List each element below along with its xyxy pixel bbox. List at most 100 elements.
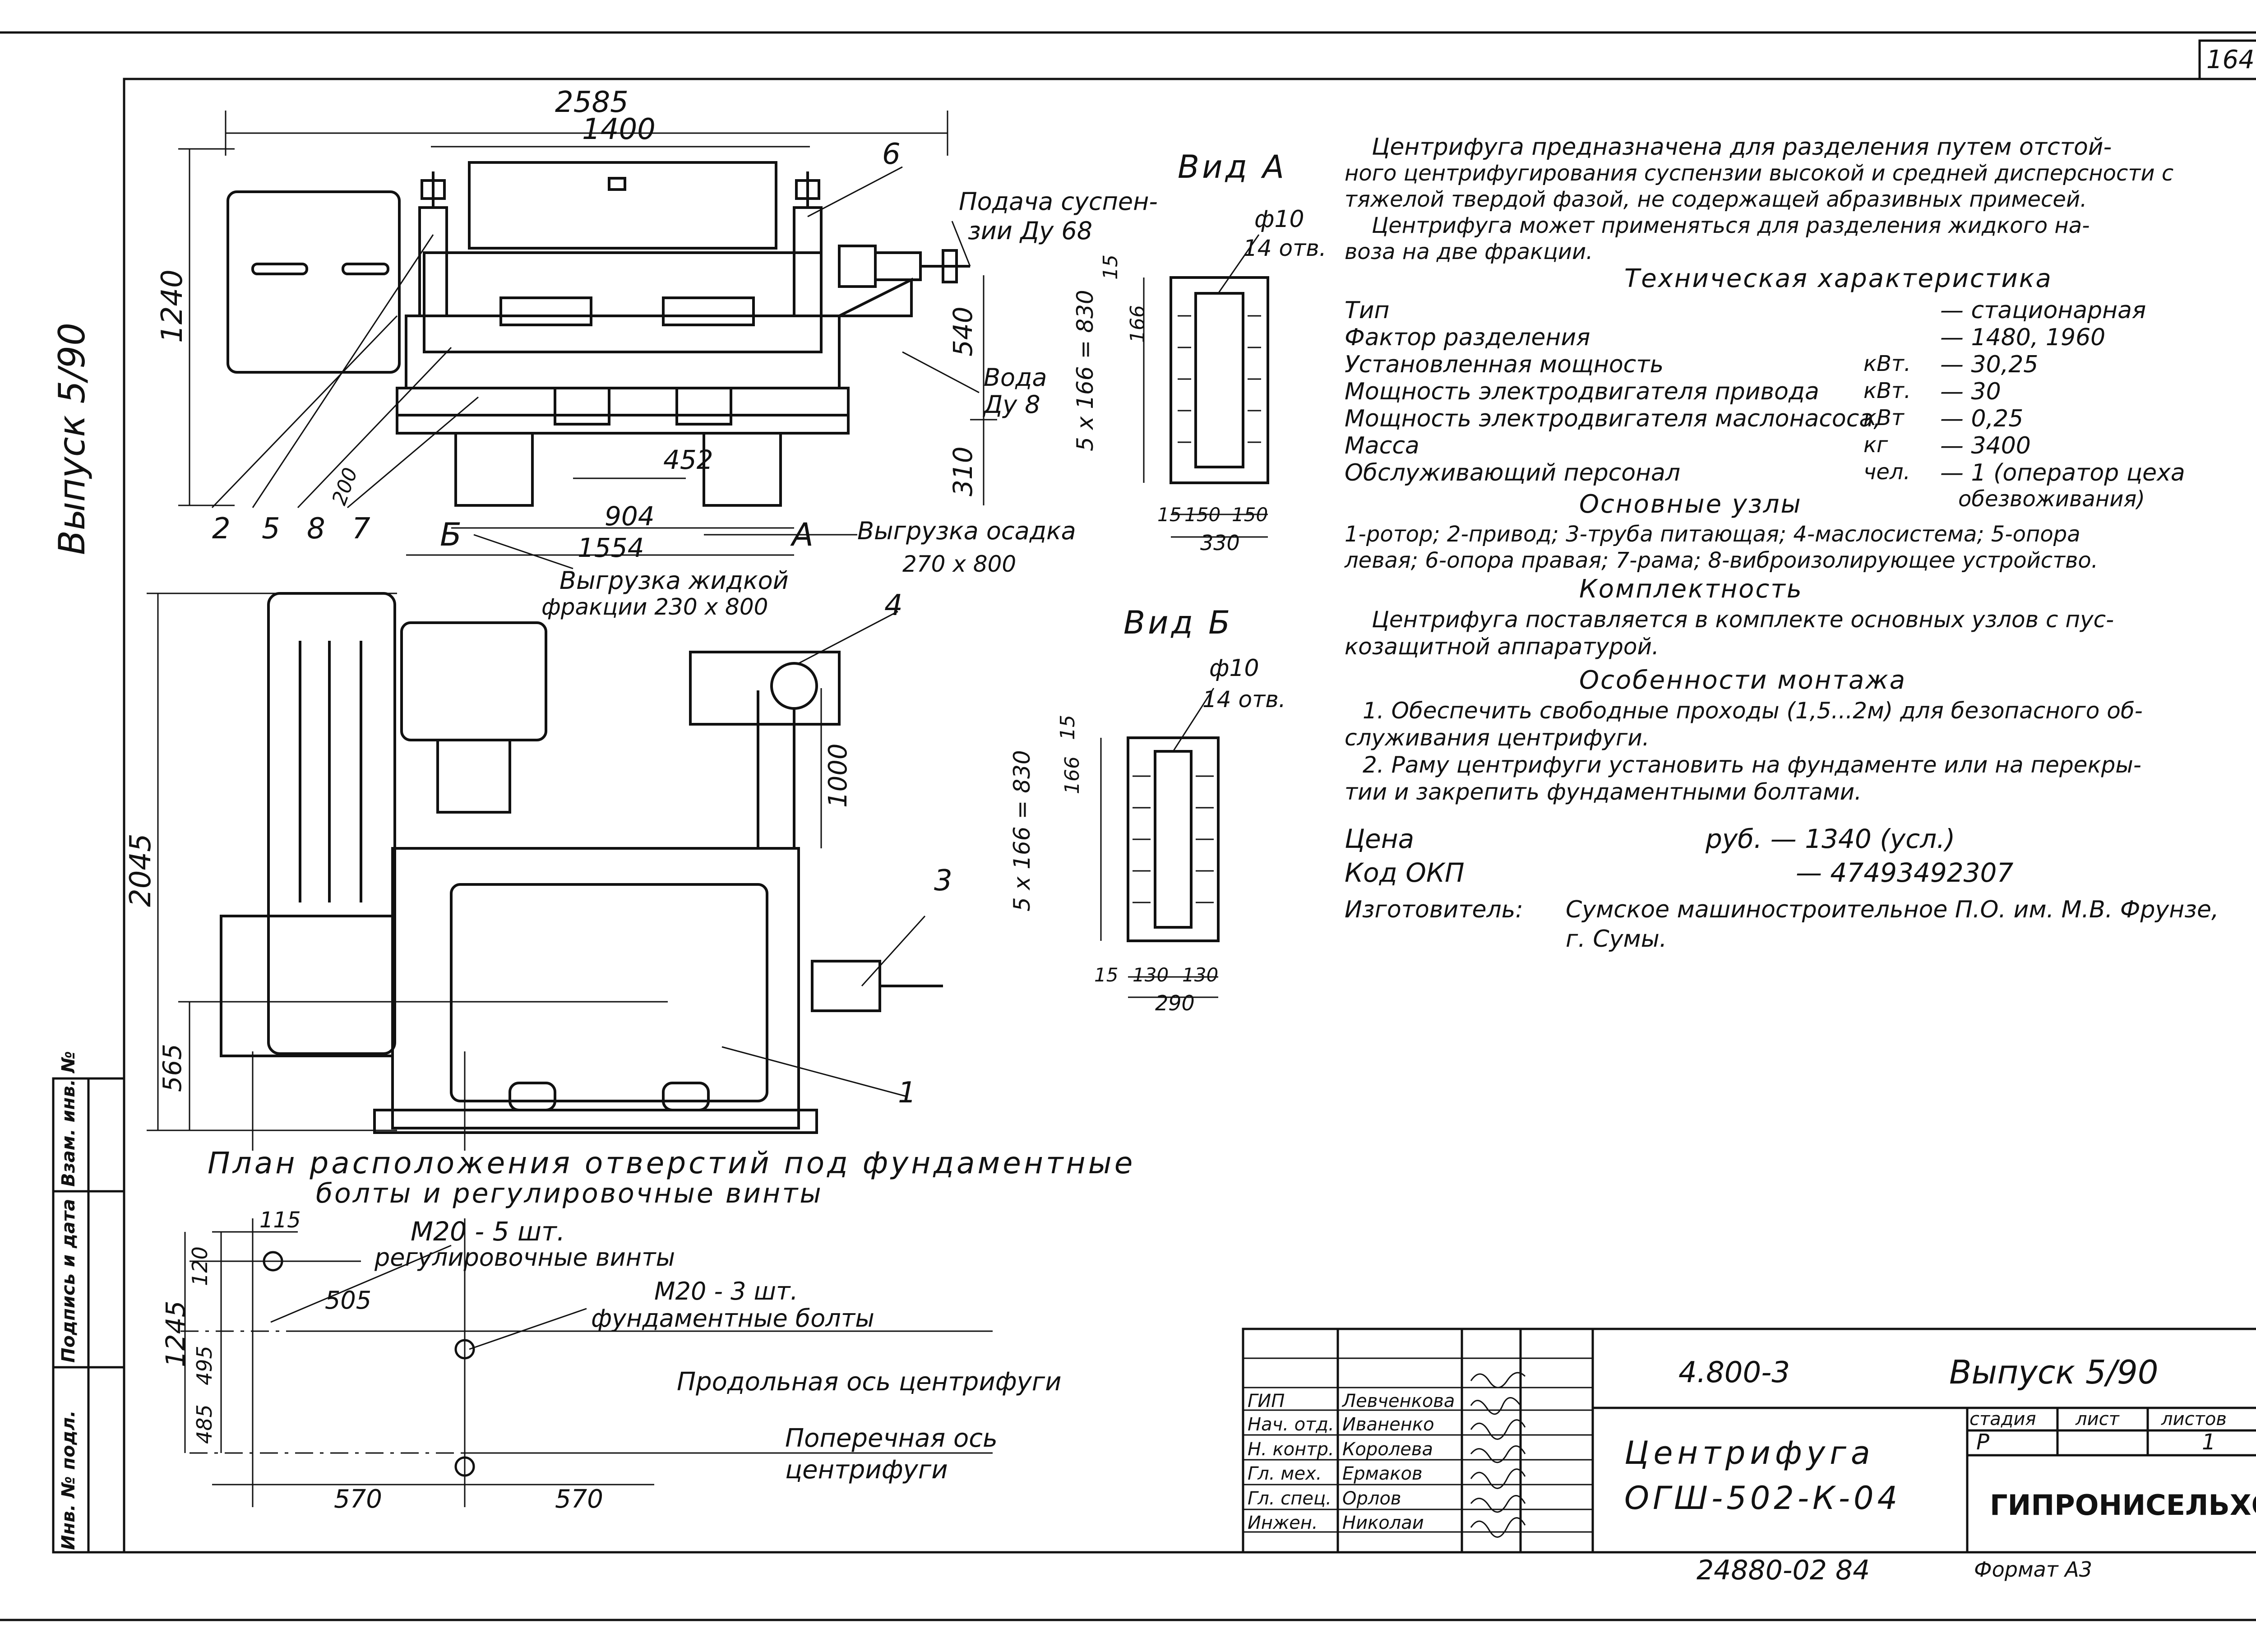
dim-570-left: 570 bbox=[334, 1485, 382, 1514]
kit-title: Комплектность bbox=[1579, 574, 1803, 604]
signer-role: Инжен. bbox=[1248, 1513, 1318, 1533]
spec-unit: чел. bbox=[1863, 459, 1910, 485]
view-a-hole-count: 14 отв. bbox=[1243, 235, 1327, 261]
view-a-hole-dia: ф10 bbox=[1254, 206, 1304, 233]
sludge-discharge-label: Выгрузка осадка bbox=[857, 517, 1076, 545]
tech-spec-title: Техническая характеристика bbox=[1624, 264, 2053, 293]
view-b-dim-15-bottom: 15 bbox=[1094, 964, 1119, 986]
okp-value: — 47493492307 bbox=[1796, 857, 2014, 888]
dim-570-right: 570 bbox=[555, 1485, 603, 1514]
signer-name: Иваненко bbox=[1342, 1414, 1434, 1435]
sheet-header: лист bbox=[2076, 1409, 2119, 1430]
view-b-dim-130-right: 130 bbox=[1182, 964, 1219, 986]
price-value: руб. — 1340 (усл.) bbox=[1706, 824, 1956, 854]
doc-issue: Выпуск 5/90 bbox=[1949, 1353, 2159, 1391]
callout-3: 3 bbox=[934, 864, 952, 898]
foundation-plan bbox=[180, 1051, 993, 1507]
stage-header: стадия bbox=[1969, 1409, 2036, 1430]
spec-name: Тип bbox=[1345, 297, 1390, 324]
sheets-header: листов bbox=[2161, 1409, 2227, 1430]
mount-line4: тии и закрепить фундаментными болтами. bbox=[1345, 779, 1862, 805]
okp-label: Код ОКП bbox=[1345, 857, 1465, 888]
section-letter-b: Б bbox=[440, 516, 462, 553]
water-label-2: Ду 8 bbox=[984, 390, 1040, 419]
view-b-hole-count: 14 отв. bbox=[1202, 686, 1286, 713]
spec-name: Мощность электродвигателя маслонасоса, bbox=[1345, 405, 1881, 432]
section-letter-a: А bbox=[792, 516, 814, 553]
liquid-discharge-label: Выгрузка жидкой bbox=[559, 566, 789, 595]
front-view bbox=[227, 161, 970, 507]
spec-value: — 30,25 bbox=[1940, 351, 2039, 378]
callout-7: 7 bbox=[352, 512, 370, 546]
spec-name: Фактор разделения bbox=[1345, 324, 1590, 351]
format-label: Формат А3 bbox=[1974, 1557, 2092, 1582]
desc-para1-line2: ного центрифугирования суспензии высокой… bbox=[1345, 161, 2174, 186]
signer-name: Николаи bbox=[1342, 1513, 1424, 1533]
dim-2585: 2585 bbox=[555, 86, 629, 119]
archive-code: 24880-02 84 bbox=[1697, 1555, 1870, 1586]
spec-value: — 1 (оператор цеха bbox=[1940, 459, 2185, 486]
maker-line2: г. Сумы. bbox=[1566, 925, 1667, 953]
signer-role: Гл. мех. bbox=[1248, 1463, 1322, 1484]
feed-label-2: зии Ду 68 bbox=[968, 217, 1093, 245]
view-a-dim-150-left: 150 bbox=[1184, 504, 1221, 526]
dim-505: 505 bbox=[325, 1286, 372, 1314]
foundation-bolts-label: фундаментные болты bbox=[591, 1304, 874, 1333]
spec-cont: обезвоживания) bbox=[1958, 486, 2145, 512]
callout-8: 8 bbox=[307, 512, 325, 546]
kit-line2: козащитной аппаратурой. bbox=[1345, 634, 1659, 660]
signer-name: Левченкова bbox=[1342, 1391, 1455, 1411]
spec-unit: кг bbox=[1863, 432, 1888, 458]
adjust-screws-label: регулировочные винты bbox=[374, 1243, 675, 1272]
view-a-title: Вид А bbox=[1178, 148, 1287, 185]
cross-axis-label-2: центрифуги bbox=[785, 1455, 948, 1485]
kit-line1: Центрифуга поставляется в комплекте осно… bbox=[1372, 606, 2114, 633]
spec-unit: кВт bbox=[1863, 405, 1904, 430]
plan-view bbox=[220, 592, 943, 1134]
spec-value: — 0,25 bbox=[1940, 405, 2024, 432]
view-b-dim-130-left: 130 bbox=[1133, 964, 1169, 986]
mount-line1: 1. Обеспечить свободные проходы (1,5...2… bbox=[1363, 698, 2143, 724]
maker-label: Изготовитель: bbox=[1345, 896, 1523, 923]
organization: ГИПРОНИСЕЛЬХОЗ bbox=[1990, 1489, 2256, 1522]
sludge-discharge-size: 270 x 800 bbox=[902, 551, 1017, 577]
spec-name: Масса bbox=[1345, 432, 1419, 459]
dim-115: 115 bbox=[259, 1208, 301, 1233]
maker-line1: Сумское машиностроительное П.О. им. М.В.… bbox=[1566, 896, 2219, 923]
dim-1400: 1400 bbox=[582, 113, 656, 146]
view-a-dim-15-bottom: 15 bbox=[1157, 504, 1182, 526]
view-a-drawing bbox=[1170, 276, 1269, 484]
mount-title: Особенности монтажа bbox=[1579, 666, 1907, 695]
signer-role: Гл. спец. bbox=[1248, 1488, 1331, 1509]
stage-value: Р bbox=[1976, 1430, 1989, 1455]
sheets-value: 1 bbox=[2202, 1430, 2216, 1455]
water-label-1: Вода bbox=[984, 363, 1047, 392]
dim-904: 904 bbox=[605, 501, 655, 532]
signer-role: Нач. отд. bbox=[1248, 1414, 1334, 1435]
view-b-title: Вид Б bbox=[1123, 604, 1233, 641]
title-block-grid bbox=[1242, 1328, 2256, 1554]
spec-value: — стационарная bbox=[1940, 297, 2146, 324]
doc-code: 4.800-3 bbox=[1678, 1356, 1790, 1389]
signer-role: Н. контр. bbox=[1248, 1439, 1334, 1460]
product-name: Центрифуга bbox=[1624, 1435, 1875, 1472]
desc-para1-line1: Центрифуга предназначена для разделения … bbox=[1372, 134, 2112, 161]
feed-label-1: Подача суспен- bbox=[959, 187, 1158, 216]
product-model: ОГШ-502-К-04 bbox=[1624, 1480, 1901, 1517]
spec-unit: кВт. bbox=[1863, 378, 1911, 403]
foundation-title-1: План расположения отверстий под фундамен… bbox=[208, 1146, 1136, 1180]
units-line1: 1-ротор; 2-привод; 3-труба питающая; 4-м… bbox=[1345, 522, 2080, 547]
spec-name: Установленная мощность bbox=[1345, 351, 1664, 378]
signer-role: ГИП bbox=[1248, 1391, 1285, 1411]
price-label: Цена bbox=[1345, 824, 1415, 854]
callout-2: 2 bbox=[212, 512, 231, 546]
mount-line2: служивания центрифуги. bbox=[1345, 725, 1650, 751]
signer-name: Королева bbox=[1342, 1439, 1433, 1460]
spec-name: Обслуживающий персонал bbox=[1345, 459, 1681, 486]
spec-value: — 1480, 1960 bbox=[1940, 324, 2106, 351]
callout-5: 5 bbox=[262, 512, 280, 546]
spec-value: — 3400 bbox=[1940, 432, 2031, 459]
spec-unit: кВт. bbox=[1863, 351, 1911, 376]
dim-1554: 1554 bbox=[578, 532, 644, 563]
